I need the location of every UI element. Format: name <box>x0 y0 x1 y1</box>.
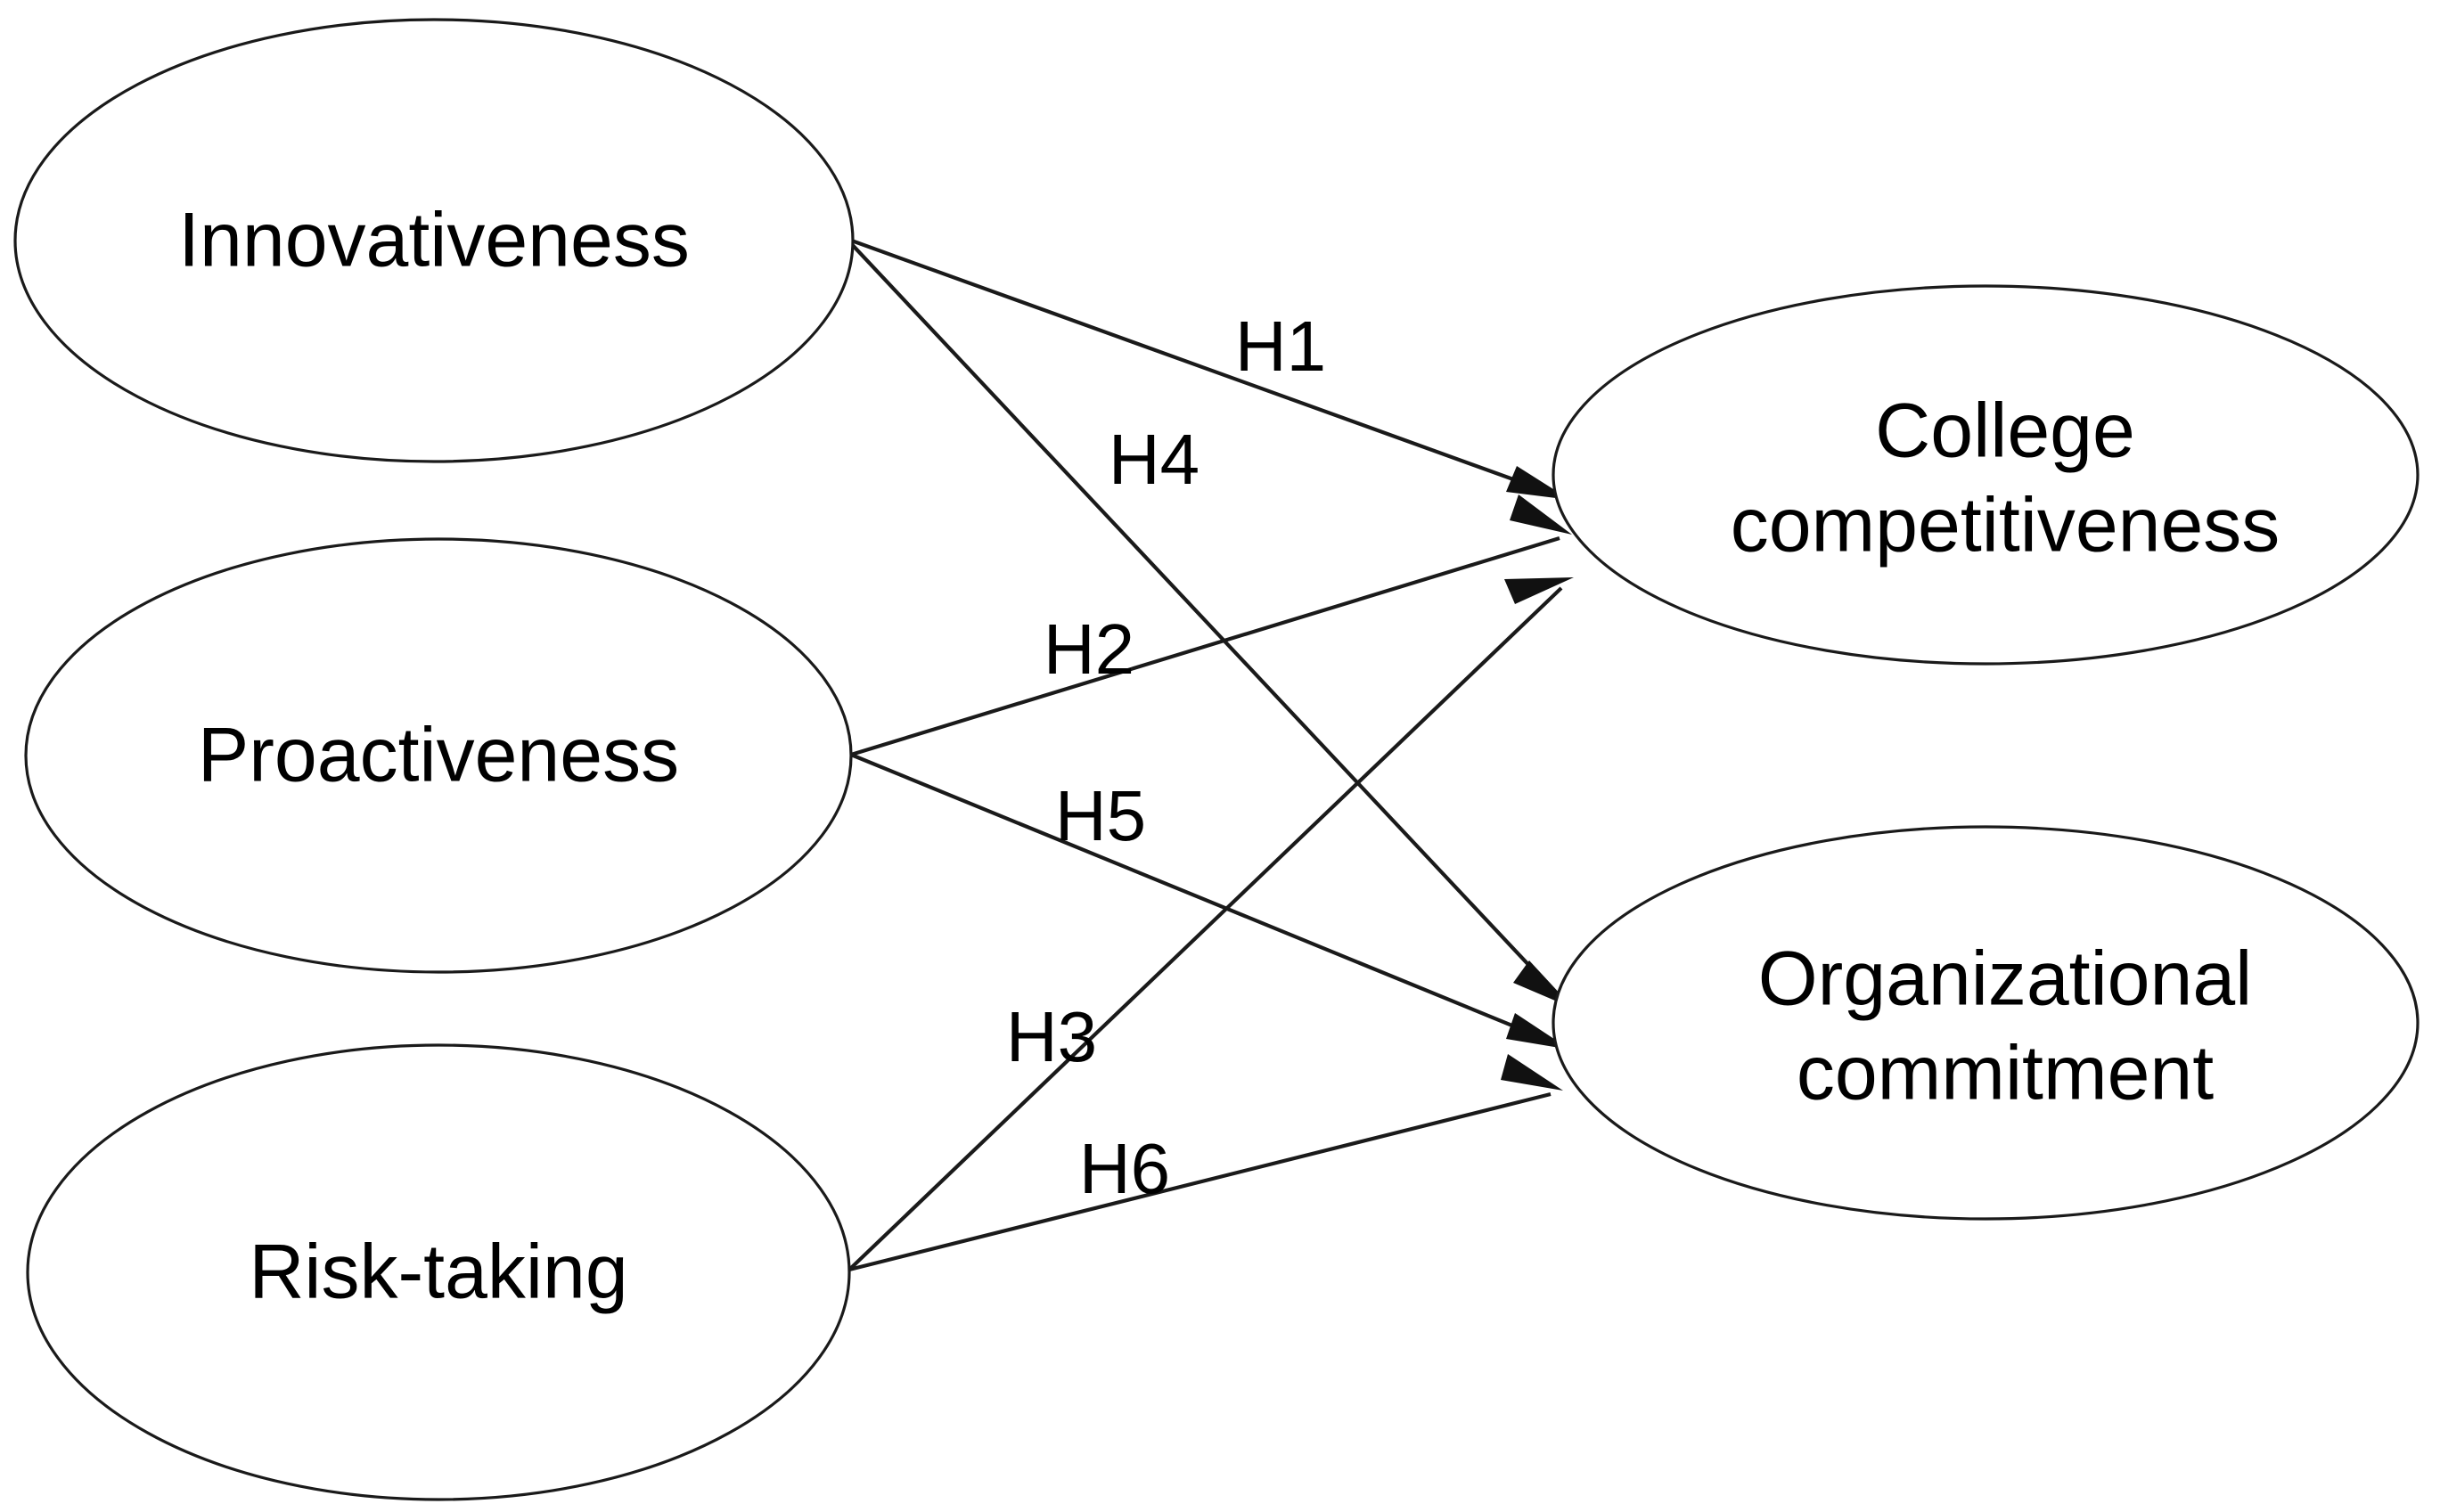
edge-h4: H4 <box>845 237 1574 1009</box>
node-organizational-commitment-label-line1: Organizational <box>1758 936 2253 1022</box>
node-proactiveness-label: Proactiveness <box>198 713 679 798</box>
edge-h5-label: H5 <box>1055 776 1146 855</box>
edge-h6-label: H6 <box>1079 1129 1170 1208</box>
edge-h6-arrowhead <box>1501 1054 1563 1091</box>
node-organizational-commitment-label-line2: commitment <box>1797 1031 2214 1116</box>
edge-h3-label: H3 <box>1006 997 1097 1076</box>
node-innovativeness[interactable]: Innovativeness <box>13 18 855 463</box>
edge-h5: H5 <box>850 753 1570 1050</box>
edge-h4-line <box>845 237 1563 1001</box>
edge-h3-arrowhead <box>1504 577 1574 604</box>
edge-h1: H1 <box>846 237 1570 500</box>
edge-h1-line <box>846 237 1559 497</box>
node-risk-taking-label: Risk-taking <box>249 1230 627 1315</box>
node-college-competitiveness[interactable]: College competitiveness <box>1552 284 2420 666</box>
edge-h3-line <box>847 586 1563 1271</box>
edge-h6: H6 <box>848 1054 1563 1272</box>
edge-h2: H2 <box>850 494 1572 757</box>
node-proactiveness-shape[interactable] <box>24 537 853 974</box>
node-proactiveness[interactable]: Proactiveness <box>24 537 853 974</box>
edge-h2-label: H2 <box>1044 609 1134 689</box>
node-college-competitiveness-label-line1: College <box>1875 388 2135 474</box>
node-organizational-commitment[interactable]: Organizational commitment <box>1552 825 2420 1221</box>
node-college-competitiveness-shape[interactable] <box>1552 284 2420 666</box>
edge-h4-label: H4 <box>1109 420 1200 499</box>
node-college-competitiveness-label-line2: competitiveness <box>1731 483 2280 568</box>
edge-h3: H3 <box>847 577 1574 1271</box>
edge-h2-arrowhead <box>1510 494 1572 535</box>
edge-h1-label: H1 <box>1235 306 1326 386</box>
node-risk-taking-shape[interactable] <box>26 1043 851 1501</box>
edge-h2-line <box>850 535 1560 757</box>
node-innovativeness-label: Innovativeness <box>178 198 690 283</box>
edge-h5-line <box>850 753 1559 1046</box>
node-innovativeness-shape[interactable] <box>13 18 855 463</box>
node-organizational-commitment-shape[interactable] <box>1552 825 2420 1221</box>
edge-h6-line <box>848 1091 1552 1272</box>
node-risk-taking[interactable]: Risk-taking <box>26 1043 851 1501</box>
